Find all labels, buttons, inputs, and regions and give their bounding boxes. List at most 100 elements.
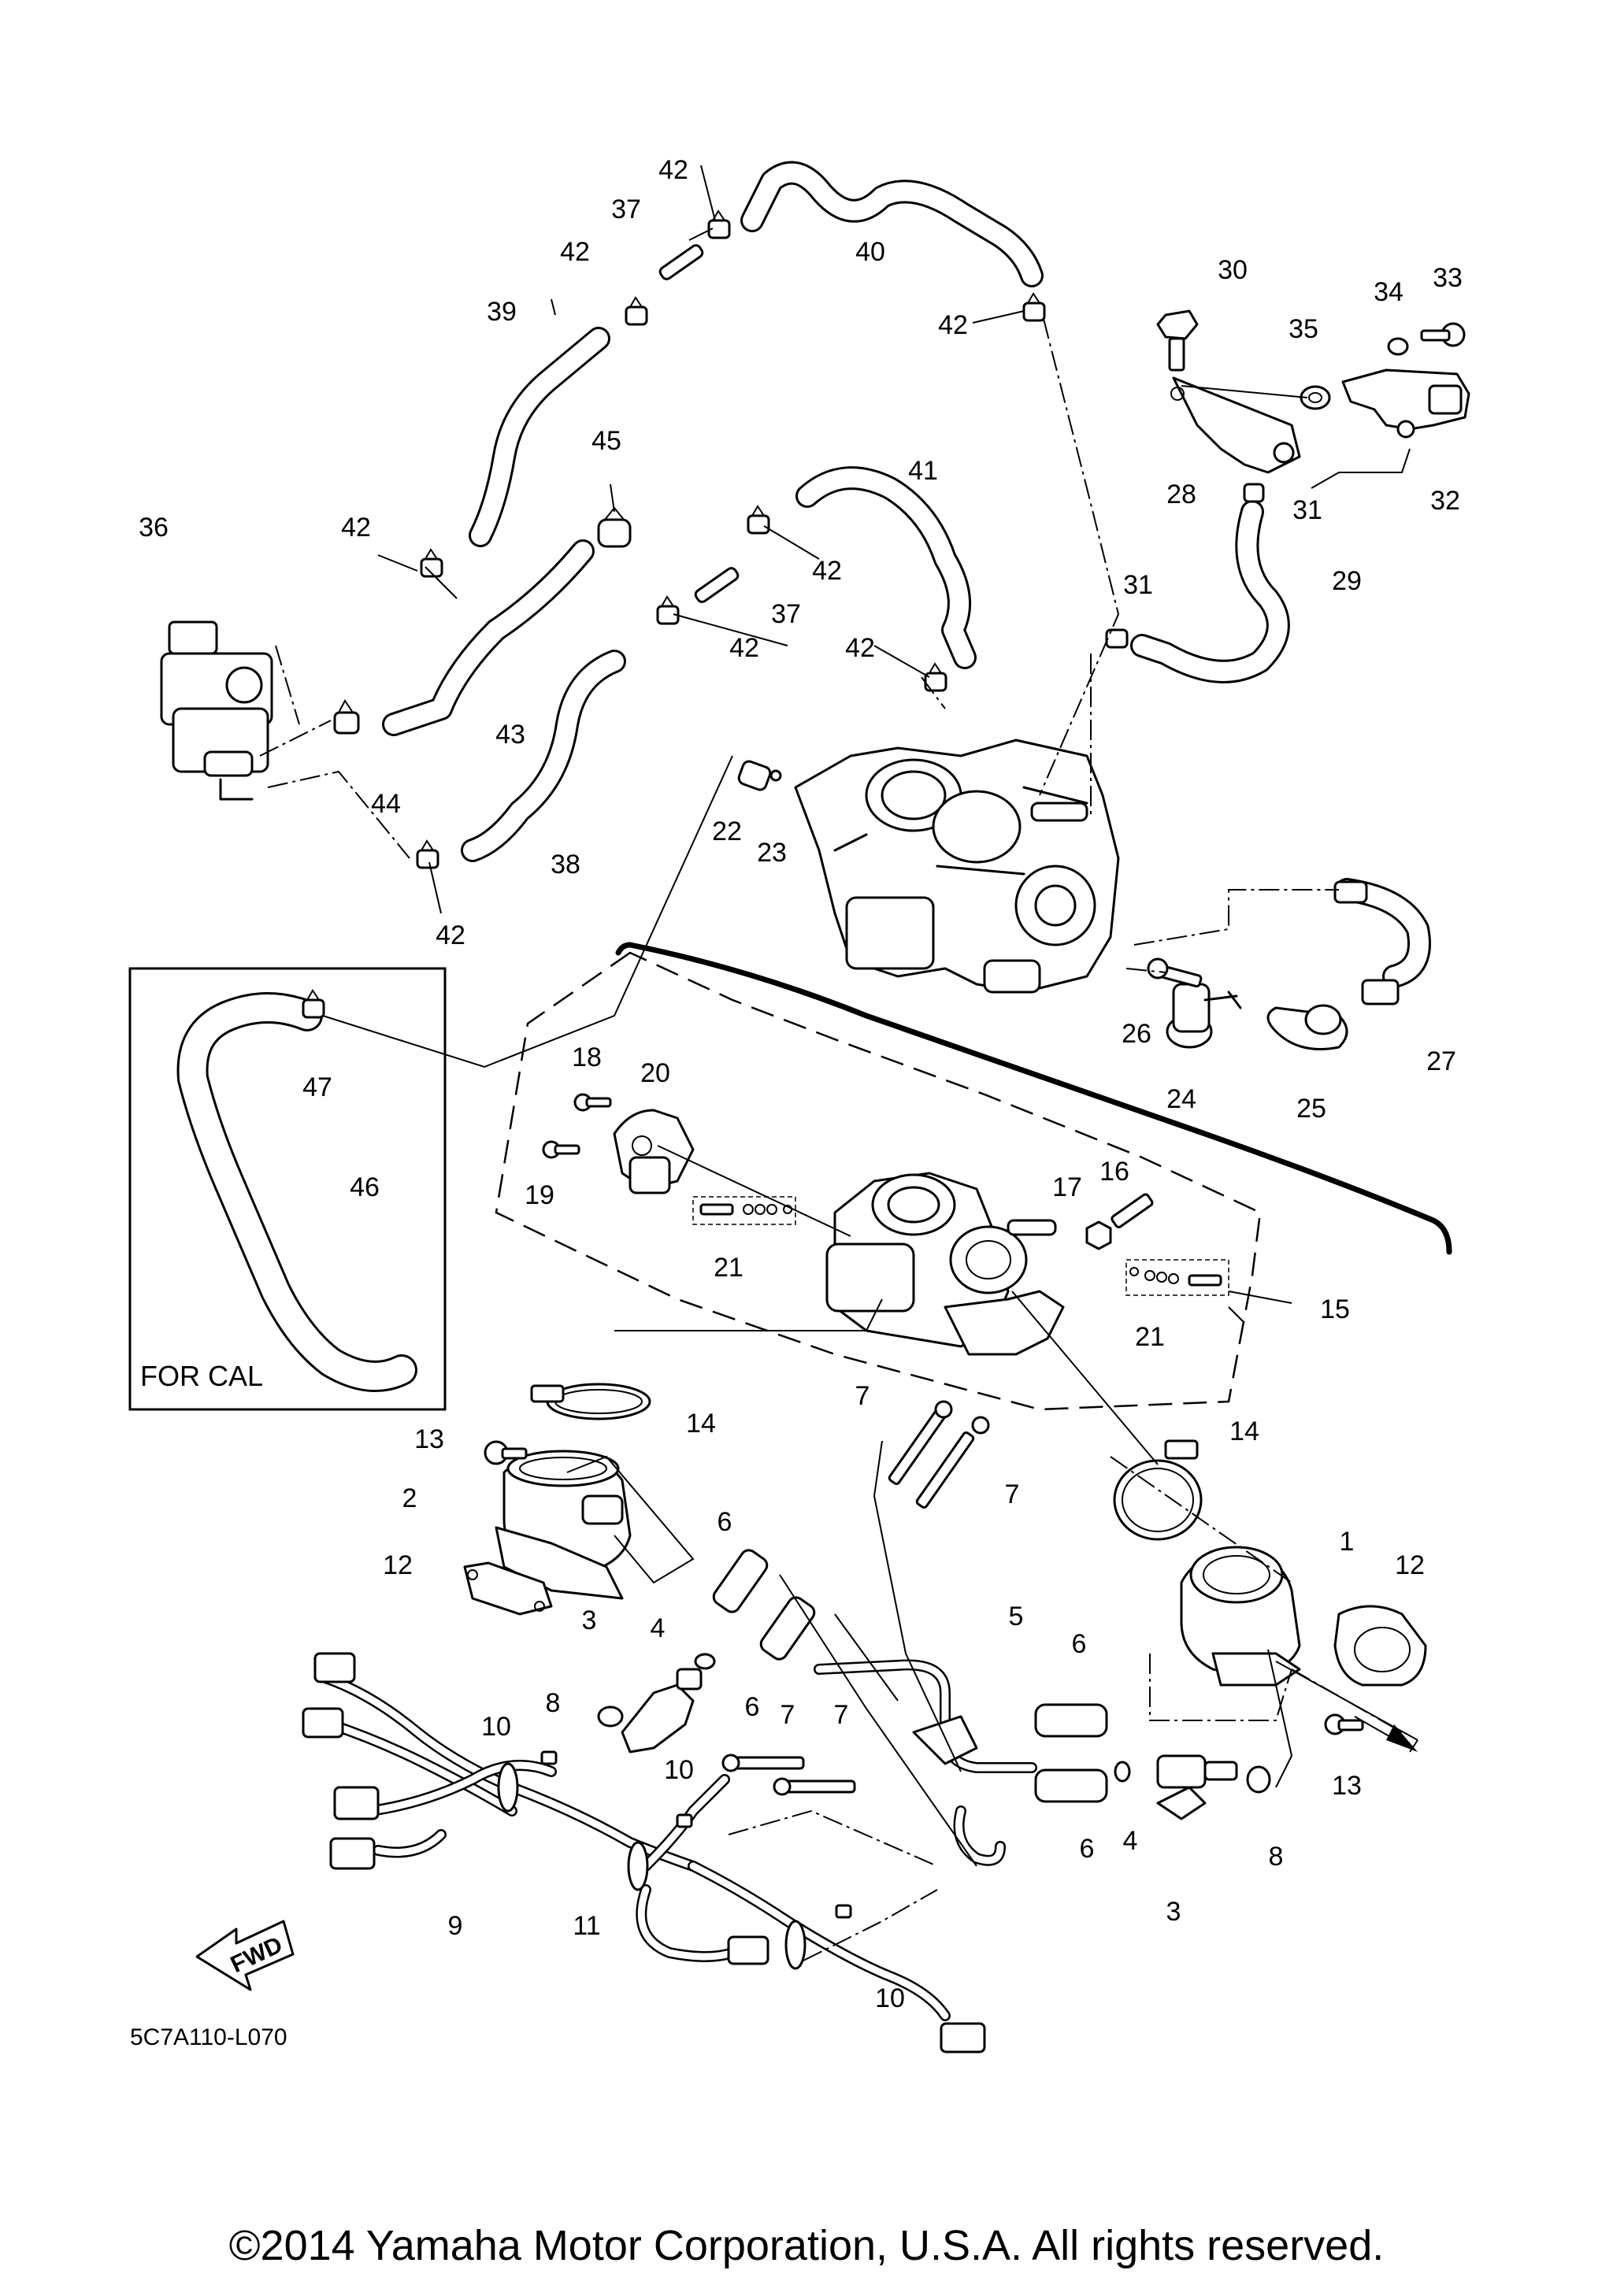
callout-10-a: 10 <box>481 1712 511 1742</box>
callout-numbers: 1 2 3 3 4 4 5 6 6 6 6 7 7 7 7 8 8 9 10 1… <box>139 155 1463 2013</box>
screw-19 <box>542 1140 580 1159</box>
screw-33 <box>1420 322 1466 347</box>
callout-20: 20 <box>640 1058 670 1088</box>
callout-2: 2 <box>402 1483 417 1513</box>
bolt-7-a <box>888 1400 953 1485</box>
callout-6-d: 6 <box>1080 1834 1095 1864</box>
for-cal-box: FOR CAL <box>128 967 447 1411</box>
hose-40 <box>740 161 1044 287</box>
fuel-pipe-5 <box>814 1659 1037 1866</box>
bolt-13-right <box>1324 1713 1364 1735</box>
callout-37-upper: 37 <box>611 194 641 224</box>
callout-32: 32 <box>1430 486 1460 516</box>
callout-42-e: 42 <box>812 556 842 586</box>
callout-22: 22 <box>712 817 742 846</box>
callout-26: 26 <box>1122 1019 1151 1049</box>
throttle-body-assembled <box>794 739 1120 994</box>
fwd-arrow: FWD <box>195 1920 295 1991</box>
clamp-31-lower <box>1105 628 1129 649</box>
callout-31-upper: 31 <box>1292 495 1322 525</box>
callout-13-right: 13 <box>1332 1771 1362 1801</box>
joint-25 <box>1266 1004 1348 1050</box>
hose-27 <box>1333 878 1431 1005</box>
screw-18 <box>573 1093 612 1112</box>
callout-1: 1 <box>1340 1527 1355 1557</box>
callout-42-c: 42 <box>938 310 968 340</box>
callout-10-c: 10 <box>875 1983 905 2013</box>
for-cal-label: FOR CAL <box>140 1360 263 1392</box>
callout-19: 19 <box>525 1180 554 1210</box>
collar-6-a <box>712 1549 769 1613</box>
callout-6-a: 6 <box>718 1507 732 1537</box>
callout-24: 24 <box>1166 1084 1196 1114</box>
callout-8-left: 8 <box>546 1688 561 1718</box>
callout-42-d: 42 <box>341 513 371 543</box>
hose-41 <box>795 466 977 669</box>
bolt-30 <box>1156 309 1199 372</box>
screw-set-21-left <box>692 1196 796 1225</box>
callout-42-f: 42 <box>729 633 759 663</box>
hose-39 <box>469 327 610 547</box>
screw-16 <box>1111 1193 1154 1228</box>
joint-2 <box>495 1450 632 1600</box>
clamp-31-upper <box>1243 483 1265 503</box>
nozzle-22 <box>737 760 772 791</box>
callout-42-g: 42 <box>845 633 875 663</box>
callout-21-left: 21 <box>714 1253 743 1283</box>
band-10-c <box>784 1904 852 1970</box>
callout-4-left: 4 <box>651 1613 666 1643</box>
callout-3-left: 3 <box>582 1605 597 1635</box>
injector-3-right <box>1156 1754 1238 1820</box>
callout-27: 27 <box>1426 1046 1456 1076</box>
callout-46: 46 <box>350 1172 380 1202</box>
washer-34 <box>1387 337 1409 356</box>
hose-46 <box>176 992 417 1392</box>
copyright-notice: ©2014 Yamaha Motor Corporation, U.S.A. A… <box>229 2222 1385 2269</box>
bolt-7-b <box>915 1416 990 1509</box>
callout-25: 25 <box>1296 1094 1326 1124</box>
o-ring-4-right <box>1114 1761 1131 1783</box>
screw-set-21-right <box>1125 1259 1229 1296</box>
callout-43: 43 <box>495 720 525 750</box>
o-ring-4-left <box>694 1653 716 1670</box>
callout-11: 11 <box>573 1911 600 1941</box>
clamp-42-a <box>707 209 731 239</box>
callout-34: 34 <box>1374 277 1403 307</box>
bolt-7-d <box>773 1777 856 1796</box>
callout-28: 28 <box>1166 480 1196 509</box>
clamp-42-c <box>1022 292 1046 322</box>
callout-44: 44 <box>371 789 401 819</box>
collar-6-c <box>1034 1703 1108 1738</box>
clamp-42-f <box>656 595 680 625</box>
clamp-44 <box>333 699 360 735</box>
callout-45: 45 <box>591 426 621 456</box>
callout-9: 9 <box>448 1911 463 1941</box>
bracket-28 <box>1170 376 1301 474</box>
seal-8-left <box>597 1705 624 1728</box>
callout-15: 15 <box>1320 1294 1350 1324</box>
clamp-42-h <box>416 839 439 869</box>
callout-6-b: 6 <box>745 1692 760 1722</box>
callout-5: 5 <box>1009 1602 1024 1631</box>
callout-12-left: 12 <box>383 1550 413 1580</box>
clamp-42-d <box>420 548 443 578</box>
callout-47: 47 <box>302 1072 332 1102</box>
exploded-region-outline <box>495 942 1452 1411</box>
sensor-24 <box>1166 983 1242 1049</box>
callout-8-right: 8 <box>1269 1842 1284 1872</box>
pipe-37-upper <box>658 244 704 280</box>
hose-43 <box>382 539 595 736</box>
seal-8-right <box>1246 1765 1271 1794</box>
diagram-code: 5C7A110-L070 <box>130 2024 287 2050</box>
callout-4-right: 4 <box>1123 1826 1138 1856</box>
collar-6-d <box>1034 1768 1108 1803</box>
callout-10-b: 10 <box>664 1755 694 1785</box>
plate-12-left <box>463 1561 553 1616</box>
callout-42-b: 42 <box>560 237 590 267</box>
plate-12-right <box>1333 1605 1427 1687</box>
callout-33: 33 <box>1433 263 1463 293</box>
callout-6-c: 6 <box>1072 1629 1087 1659</box>
band-10-a <box>497 1750 558 1813</box>
callout-42-a: 42 <box>658 155 688 185</box>
callout-16: 16 <box>1099 1157 1129 1187</box>
